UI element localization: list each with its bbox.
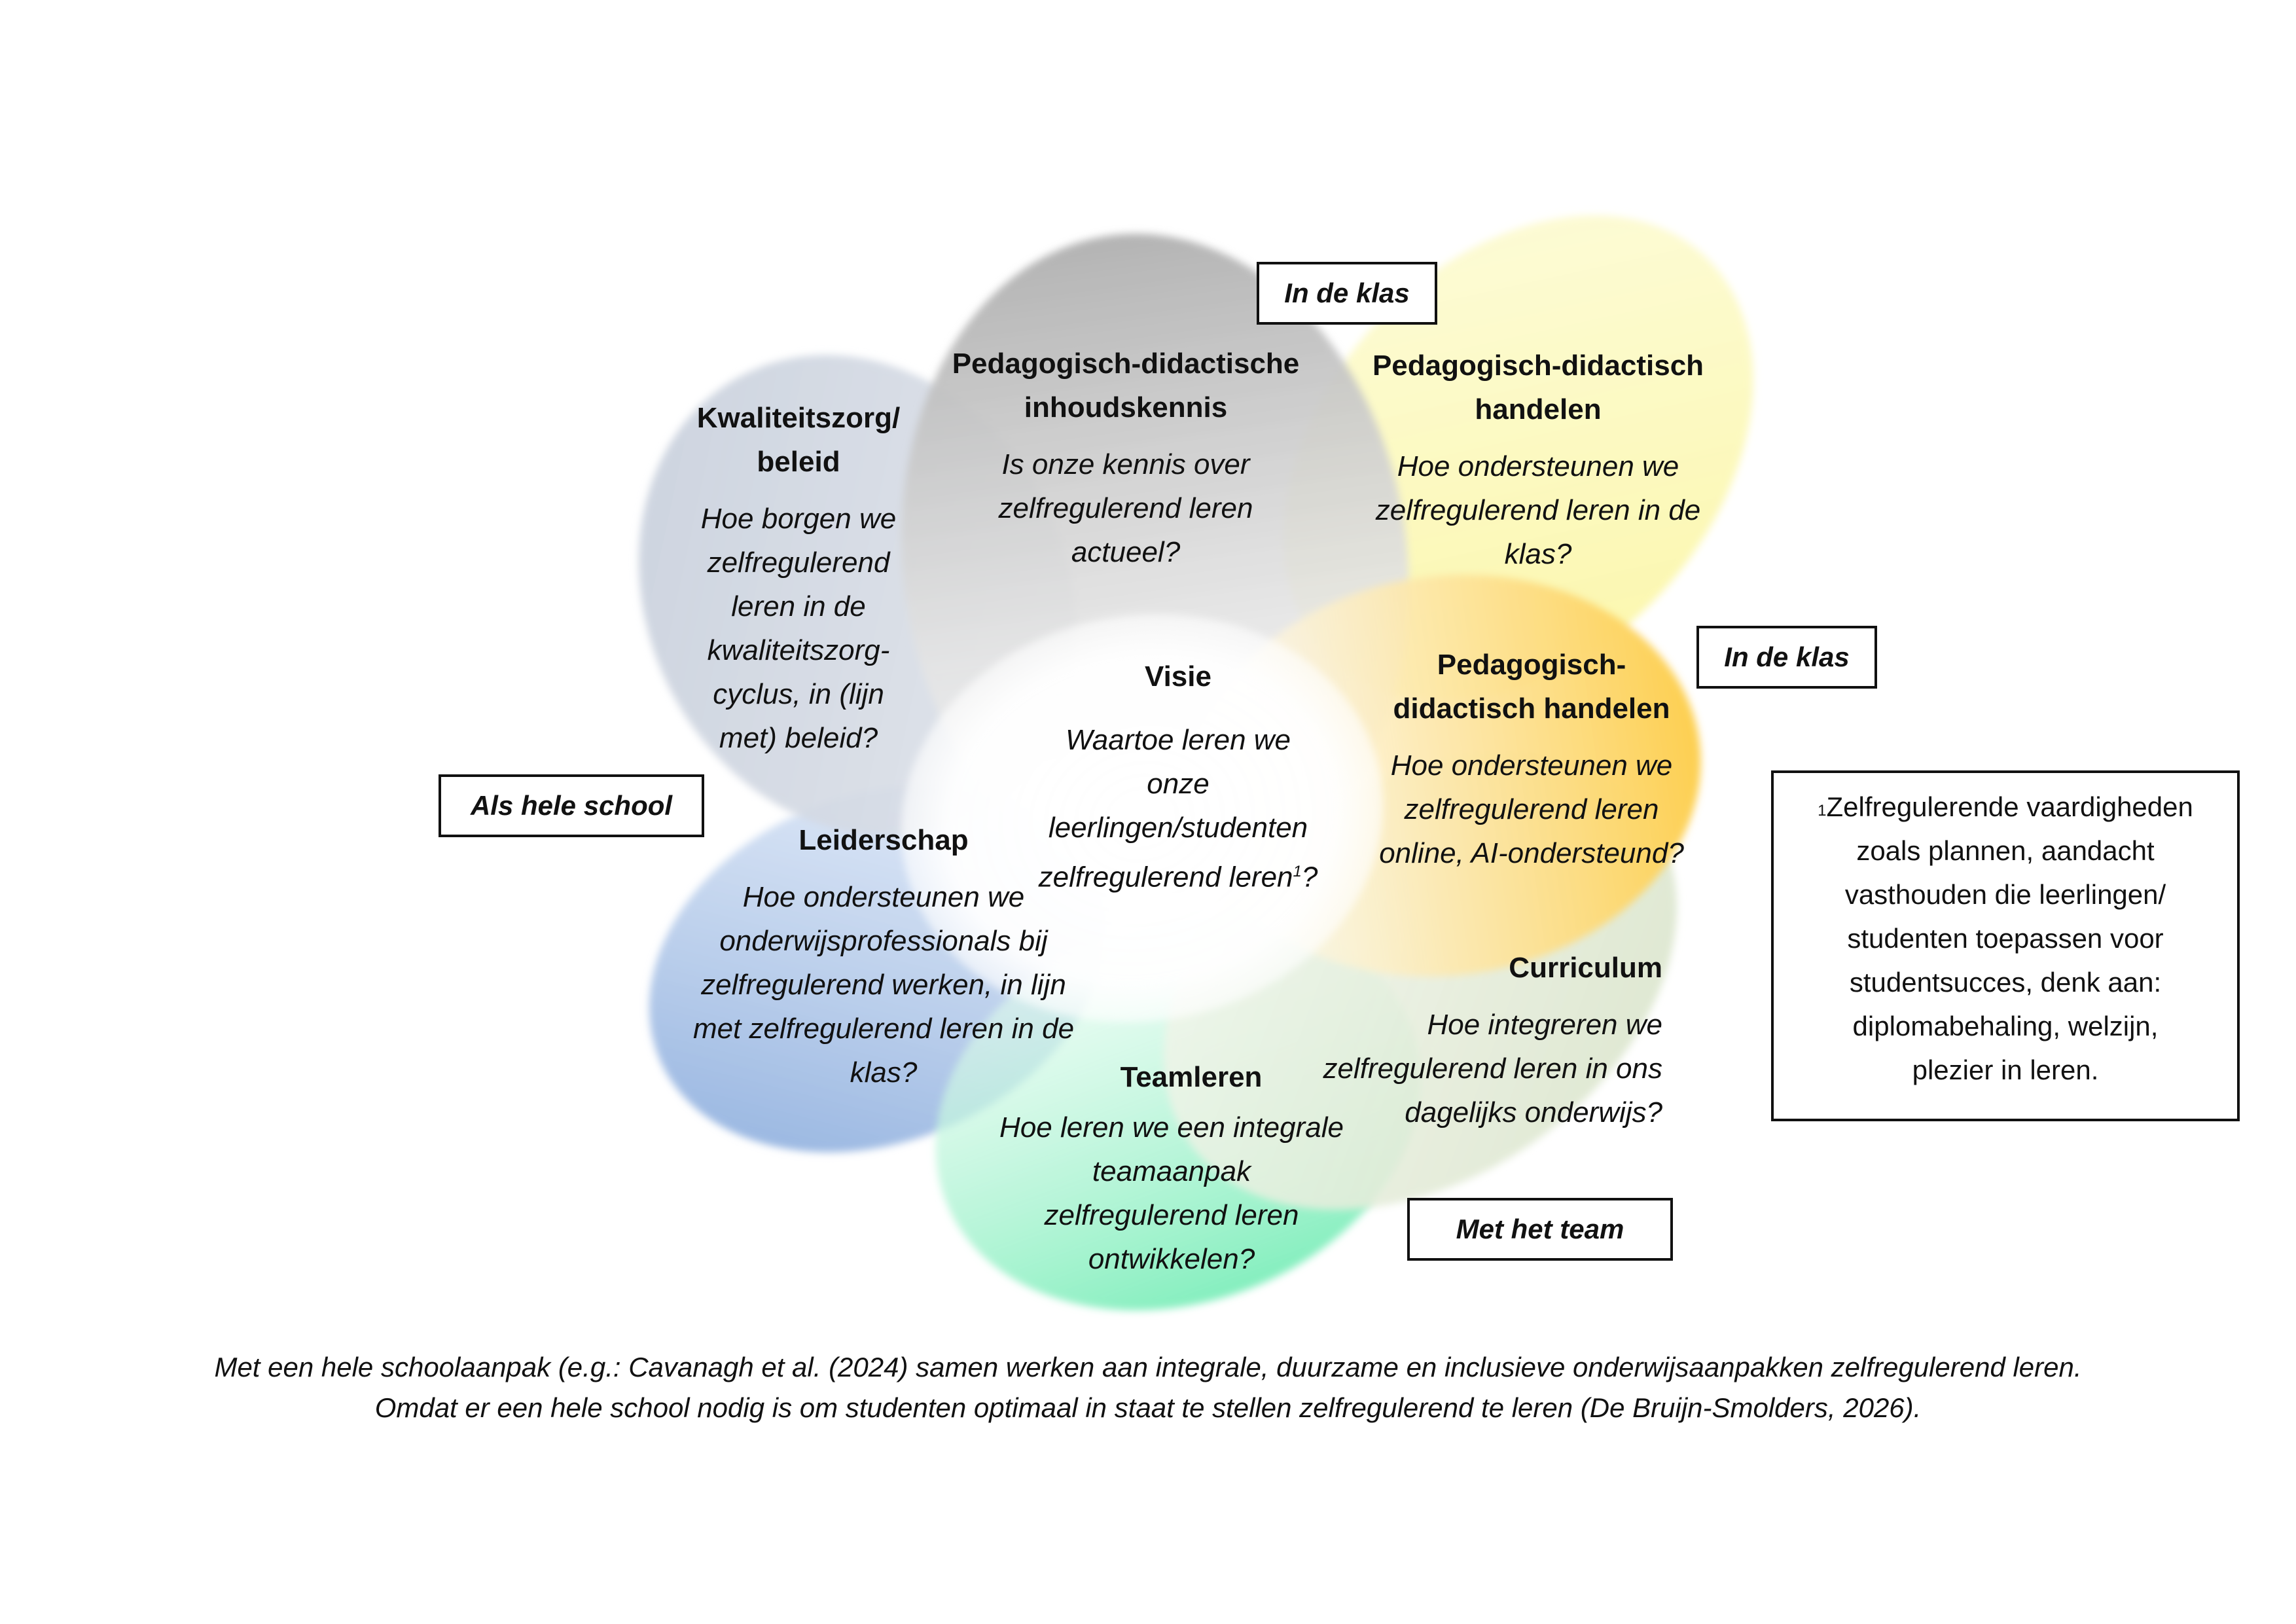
pdh-klas-question: Hoe ondersteunen we zelfregulerend leren… [1329,444,1748,576]
question-line: zelfregulerend leren [1404,793,1659,825]
title-line: Kwaliteitszorg/ [696,402,901,434]
block-pck: Pedagogisch-didactische inhoudskennis Is… [923,342,1329,574]
footnote-line: studenten toepassen voor [1847,923,2164,954]
kwaliteitszorg-title: Kwaliteitszorg/ beleid [668,396,929,484]
teamleren-question: Hoe leren we een integrale teamaanpak ze… [969,1106,1374,1281]
block-visie: Visie Waartoe leren we onze leerlingen/s… [1021,655,1335,899]
petal-visie [901,614,1384,1022]
pdh-online-question: Hoe ondersteunen we zelfregulerend leren… [1335,744,1728,875]
question-line: onderwijsprofessionals bij [719,925,1048,957]
block-pdh-online: Pedagogisch- didactisch handelen Hoe ond… [1335,643,1728,875]
teamleren-title: Teamleren [969,1055,1374,1099]
footnote-line: vasthouden die leerlingen/ [1844,879,2166,910]
question-line: onze [1147,768,1210,800]
question-line: met) beleid? [719,722,878,754]
question-line: met zelfregulerend leren in de [692,1013,1075,1045]
caption-line-2: Omdat er een hele school nodig is om stu… [374,1392,1922,1423]
title-line: didactisch handelen [1393,693,1670,725]
question-line: zelfregulerend leren1? [1021,850,1335,899]
question-line: klas? [1504,538,1572,570]
question-line: leren in de [731,590,866,623]
label-als-hele-school: Als hele school [439,774,704,837]
question-line-text: zelfregulerend leren [1038,861,1293,893]
footnote-line: zoals plannen, aandacht [1856,835,2155,866]
question-line: zelfregulerend leren [1044,1199,1299,1231]
title-line: Visie [1145,660,1211,693]
question-line: kwaliteitszorg- [707,634,890,666]
pdh-klas-title: Pedagogisch-didactisch handelen [1329,344,1748,431]
footnote-line: diplomabehaling, welzijn, [1852,1011,2159,1041]
title-line: Teamleren [1120,1061,1263,1093]
question-line: zelfregulerend leren [998,492,1253,524]
title-line: inhoudskennis [1024,391,1228,424]
label-in-de-klas-right: In de klas [1696,626,1877,689]
footnote-line: 1Zelfregulerende vaardigheden [1774,785,2237,829]
pdh-online-title: Pedagogisch- didactisch handelen [1335,643,1728,731]
question-line: actueel? [1071,536,1181,568]
title-line: beleid [757,446,840,478]
block-teamleren: Teamleren Hoe leren we een integrale tea… [969,1055,1374,1281]
title-line: Leiderschap [798,824,969,856]
kwaliteitszorg-question: Hoe borgen we zelfregulerend leren in de… [668,497,929,760]
block-leiderschap: Leiderschap Hoe ondersteunen we onderwij… [661,818,1106,1094]
block-kwaliteitszorg: Kwaliteitszorg/ beleid Hoe borgen we zel… [668,396,929,760]
leiderschap-title: Leiderschap [661,818,1106,862]
block-curriculum: Curriculum Hoe integreren we zelfreguler… [1276,946,1734,1134]
curriculum-title: Curriculum [1276,946,1734,990]
question-line: zelfregulerend [707,547,890,579]
pck-question: Is onze kennis over zelfregulerend leren… [923,442,1329,574]
title-line: Pedagogisch- [1437,649,1626,681]
question-line: leerlingen/studenten [1048,812,1308,844]
question-mark: ? [1301,861,1318,893]
footnote-box: 1Zelfregulerende vaardigheden zoals plan… [1771,770,2240,1121]
question-line: Waartoe leren we [1065,724,1291,756]
title-line: Curriculum [1509,952,1662,984]
question-line: zelfregulerend leren in de [1375,494,1701,526]
footnote-marker: 1 [1293,863,1302,880]
question-line: Is onze kennis over [1001,448,1250,480]
question-line: zelfregulerend leren in ons [1323,1053,1662,1085]
question-line: Hoe ondersteunen we [742,881,1025,913]
curriculum-question: Hoe integreren we zelfregulerend leren i… [1276,1003,1734,1134]
caption-line-1: Met een hele schoolaanpak (e.g.: Cavanag… [214,1352,2082,1382]
label-met-het-team: Met het team [1407,1198,1673,1261]
footnote-line: studentsucces, denk aan: [1849,967,2162,998]
question-line: online, AI-ondersteund? [1379,837,1684,869]
label-in-de-klas-top: In de klas [1257,262,1437,325]
footnote-line-text: Zelfregulerende vaardigheden [1826,791,2193,822]
question-line: dagelijks onderwijs? [1405,1096,1662,1128]
question-line: ontwikkelen? [1088,1243,1255,1275]
leiderschap-question: Hoe ondersteunen we onderwijsprofessiona… [661,875,1106,1094]
question-line: teamaanpak [1092,1155,1251,1187]
question-line: klas? [850,1056,918,1089]
footnote-marker: 1 [1818,802,1827,820]
visie-question: Waartoe leren we onze leerlingen/student… [1021,718,1335,899]
question-line: Hoe leren we een integrale [999,1111,1344,1144]
title-line: Pedagogisch-didactische [952,348,1300,380]
question-line: zelfregulerend werken, in lijn [701,969,1066,1001]
visie-title: Visie [1021,655,1335,698]
question-line: Hoe ondersteunen we [1397,450,1679,482]
pck-title: Pedagogisch-didactische inhoudskennis [923,342,1329,429]
question-line: Hoe borgen we [700,503,897,535]
question-line: Hoe integreren we [1427,1009,1662,1041]
title-line: handelen [1475,393,1602,425]
question-line: Hoe ondersteunen we [1390,749,1673,782]
block-pdh-klas: Pedagogisch-didactisch handelen Hoe onde… [1329,344,1748,576]
question-line: cyclus, in (lijn [713,678,884,710]
footnote-line: plezier in leren. [1912,1055,2099,1085]
title-line: Pedagogisch-didactisch [1372,350,1704,382]
